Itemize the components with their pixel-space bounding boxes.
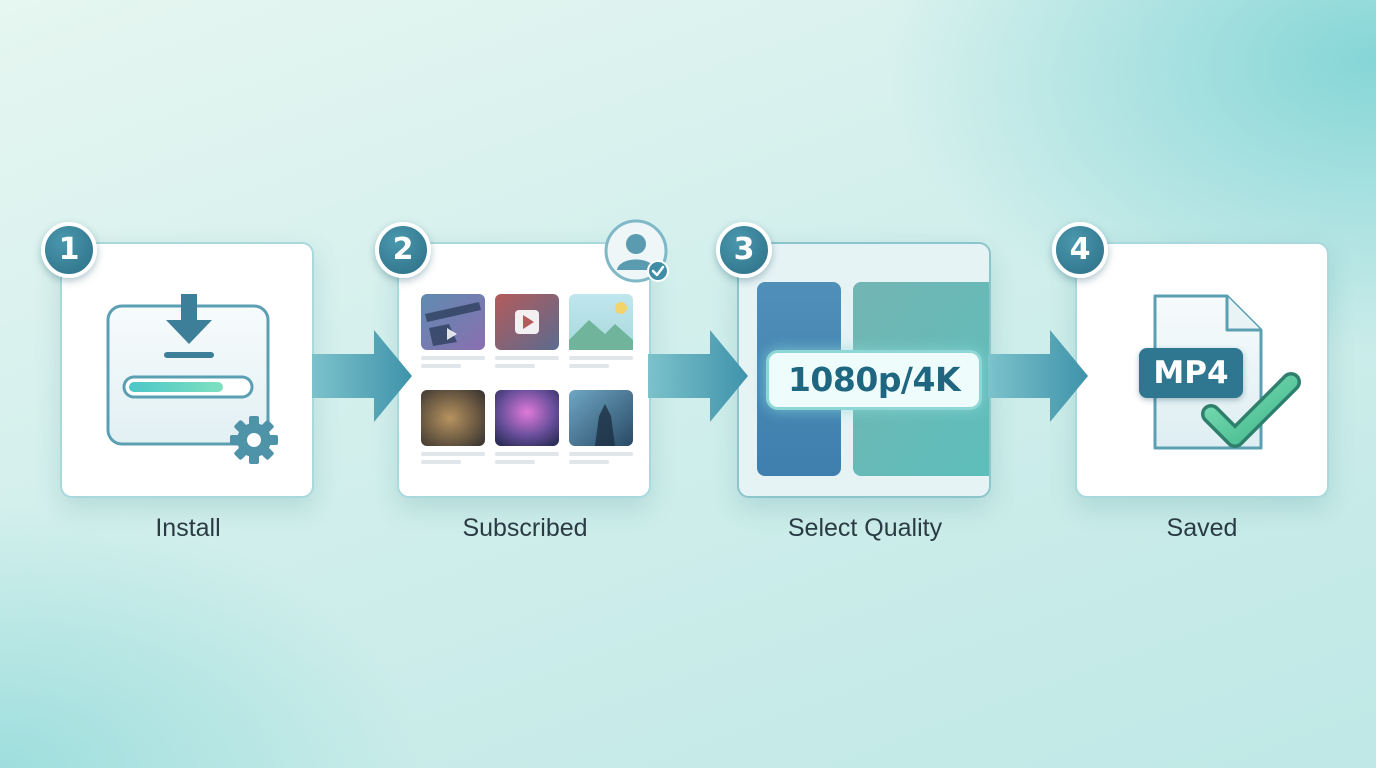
step-number-badge: 1	[41, 222, 97, 278]
step-number-badge: 3	[716, 222, 772, 278]
step-number-badge: 4	[1052, 222, 1108, 278]
quality-option-button[interactable]: 1080p/4K	[766, 350, 982, 410]
step-label: Subscribed	[462, 514, 588, 542]
landscape-icon	[569, 302, 633, 350]
play-icon	[515, 310, 539, 334]
video-grid-illustration	[421, 294, 633, 464]
flow-arrow	[648, 330, 748, 422]
gear-icon	[230, 416, 278, 464]
step-label: Saved	[1166, 514, 1238, 542]
step-label: Install	[155, 514, 221, 542]
download-arrow-icon	[164, 294, 214, 358]
step-card-install	[60, 242, 314, 498]
checkmark-icon	[1201, 372, 1301, 448]
step-label: Select Quality	[787, 514, 943, 542]
file-format-label: MP4	[1139, 348, 1243, 398]
flow-arrow	[988, 330, 1088, 422]
install-illustration	[106, 294, 278, 464]
flow-arrow	[312, 330, 412, 422]
step-number-badge: 2	[375, 222, 431, 278]
progress-bar	[122, 375, 254, 399]
film-strip-icon	[425, 302, 481, 346]
step-card-subscribed	[397, 242, 651, 498]
user-verified-icon	[604, 219, 669, 283]
